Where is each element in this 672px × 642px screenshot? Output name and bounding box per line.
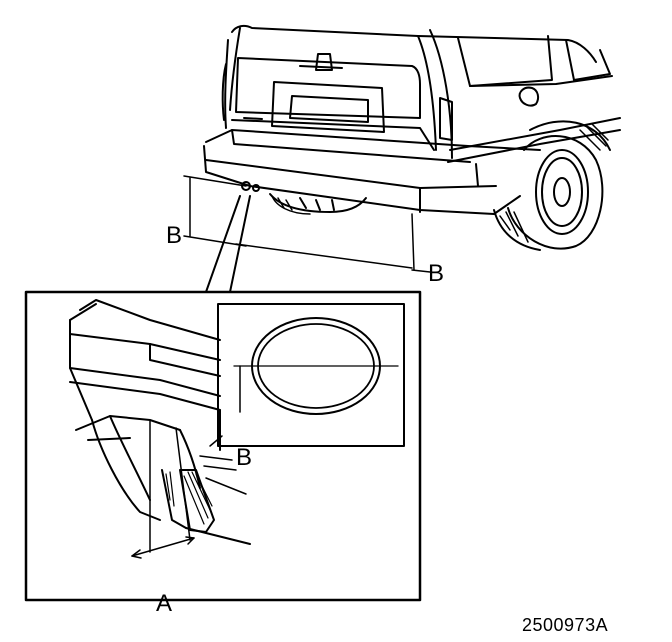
bumper-closeup <box>69 299 251 545</box>
vehicle-body <box>221 24 621 163</box>
label-a: A <box>156 590 173 617</box>
figure-code: 2500973A <box>522 615 609 635</box>
rear-wheel <box>493 120 611 251</box>
detail-box <box>24 290 422 602</box>
hole-detail-box <box>209 303 405 447</box>
left-wheel <box>271 195 311 215</box>
dimension-a <box>131 419 195 559</box>
dimension-b-vertical <box>183 175 247 247</box>
label-b-horizontal: B <box>428 260 445 287</box>
detail-leader-lines <box>205 195 251 293</box>
rear-bumper <box>203 129 541 215</box>
label-b-detail: B <box>236 444 253 471</box>
label-b-vertical: B <box>166 222 183 249</box>
dimension-b-horizontal <box>235 213 431 273</box>
